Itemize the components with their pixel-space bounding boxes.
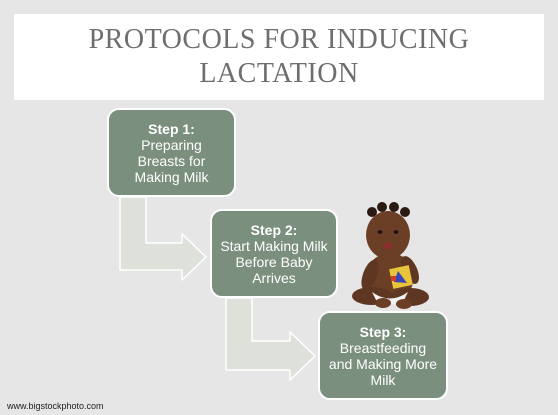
step-1-title: Step 1: <box>148 120 195 137</box>
arrow-step2-to-step3 <box>225 297 316 381</box>
title-band: PROTOCOLS FOR INDUCING LACTATION <box>14 14 544 100</box>
step-3-description: Breastfeeding and Making More Milk <box>328 339 438 388</box>
step-1-description: Preparing Breasts for Making Milk <box>134 136 209 185</box>
step-1-box: Step 1: Preparing Breasts for Making Mil… <box>107 108 236 197</box>
step-3-box: Step 3: Breastfeeding and Making More Mi… <box>318 311 448 400</box>
step-2-description: Start Making Milk Before Baby Arrives <box>220 237 328 286</box>
photo-credit: www.bigstockphoto.com <box>7 401 104 411</box>
arrow-step1-to-step2 <box>119 196 207 281</box>
step-3-title: Step 3: <box>359 323 407 340</box>
step-2-title: Step 2: <box>250 221 298 238</box>
step-2-box: Step 2: Start Making Milk Before Baby Ar… <box>210 209 338 298</box>
slide-title: PROTOCOLS FOR INDUCING LACTATION <box>88 24 470 89</box>
